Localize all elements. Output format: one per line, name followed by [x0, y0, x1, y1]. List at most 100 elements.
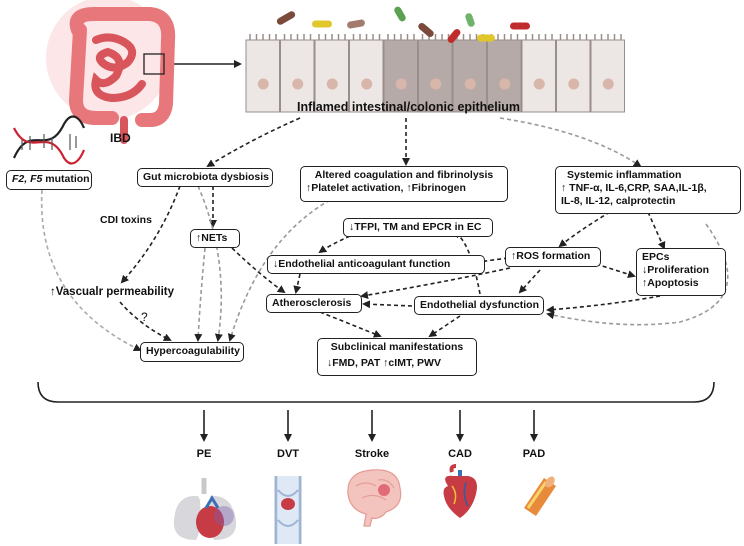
bacteria-icon	[312, 20, 332, 28]
arrow-nets-hypercoag	[194, 247, 206, 342]
epcs-apoptosis: ↑Apoptosis	[642, 277, 699, 289]
bacteria-icon	[465, 13, 475, 27]
subclinical-markers: ↓FMD, PAT ↑cIMT, PWV	[327, 357, 441, 369]
altered-coag-detail: ↑Platelet activation, ↑Fibrinogen	[306, 182, 466, 194]
systemic-inflammation-box: Systemic inflammation ↑ TNF-α, IL-6,CRP,…	[555, 166, 741, 214]
bacteria-icon	[347, 19, 365, 29]
microvilli	[525, 34, 553, 40]
cell-nucleus	[568, 78, 580, 90]
arrow-systemic-endo	[546, 223, 729, 326]
brain-icon	[347, 469, 402, 527]
outcome-stroke: Stroke	[354, 448, 390, 460]
bacteria-icon	[276, 11, 296, 25]
endothelial-dysfunction-box: Endothelial dysfunction	[414, 296, 544, 315]
altered-coagulation-box: Altered coagulation and fibrinolysis ↑Pl…	[300, 166, 508, 202]
cell-nucleus	[430, 78, 442, 90]
systemic-markers-1: ↑ TNF-α, IL-6,CRP, SAA,IL-1β,	[561, 182, 707, 194]
outcome-cad: CAD	[448, 448, 472, 460]
outcome-pe: PE	[196, 448, 212, 460]
microvilli	[594, 34, 622, 40]
cell-nucleus	[464, 78, 476, 90]
arrow-gut-hypercoag	[197, 185, 223, 342]
bacteria-icon	[477, 34, 495, 42]
ibd-label: IBD	[110, 131, 131, 145]
cell-nucleus	[326, 78, 338, 90]
bacteria-icon	[394, 6, 406, 22]
artery-plaque-icon	[524, 476, 556, 516]
arrow-genetic-hypercoag	[40, 189, 142, 352]
epithelial-cell	[245, 39, 280, 113]
microvilli	[318, 34, 346, 40]
arrow-anticoag-athero	[293, 273, 302, 294]
microvilli	[387, 34, 415, 40]
microvilli	[283, 34, 312, 40]
microvilli	[559, 34, 588, 40]
cell-nucleus	[395, 78, 407, 90]
summary-bracket	[37, 381, 715, 403]
arrow-vascperm-hypercoag	[119, 301, 172, 341]
epithelial-cell	[280, 39, 315, 113]
atherosclerosis-box: Atherosclerosis	[266, 294, 362, 313]
arrow-ros-athero	[360, 267, 511, 299]
epithelial-cell	[452, 39, 487, 113]
epcs-title: EPCs	[642, 251, 670, 263]
cell-nucleus	[499, 78, 511, 90]
mutation-suffix: mutation	[42, 173, 90, 185]
intestine-icon	[46, 0, 176, 144]
cell-nucleus	[257, 78, 269, 90]
arrow-ros-anticoag	[476, 257, 509, 266]
cell-nucleus	[361, 78, 373, 90]
microvilli	[352, 34, 381, 40]
ros-formation-box: ↑ROS formation	[505, 247, 601, 267]
vein-clot-icon	[274, 476, 302, 544]
endothelial-anticoagulant-box: ↓Endothelial anticoagulant function	[267, 255, 485, 274]
microvilli	[490, 34, 519, 40]
epithelial-cell	[383, 39, 418, 113]
epcs-box: EPCs ↓Proliferation ↑Apoptosis	[636, 248, 726, 296]
subclinical-title: Subclinical manifestations	[330, 341, 464, 353]
cell-nucleus	[292, 78, 304, 90]
epithelial-cell	[418, 39, 453, 113]
altered-coag-title: Altered coagulation and fibrinolysis	[314, 169, 494, 181]
lungs-heart-icon	[173, 478, 237, 540]
outcome-pad: PAD	[522, 448, 546, 460]
arrow-tfpi-anticoag	[318, 235, 351, 254]
epithelium-label: Inflamed intestinal/colonic epithelium	[297, 100, 520, 114]
arrow-epi-gut	[206, 117, 301, 168]
microvilli	[421, 34, 450, 40]
arrow-endo-athero	[362, 300, 413, 309]
systemic-title: Systemic inflammation	[567, 169, 682, 181]
bacteria-icon	[418, 22, 434, 38]
arrow-gut-vascperm	[120, 185, 181, 284]
tfpi-box: ↓TFPI, TM and EPCR in EC	[343, 218, 493, 237]
epcs-proliferation: ↓Proliferation	[642, 264, 710, 276]
microvilli	[249, 34, 277, 40]
arrow-epi-systemic	[499, 117, 642, 168]
arrow-nets-athero	[231, 247, 286, 294]
outcome-dvt: DVT	[277, 448, 299, 460]
hypercoagulability-box: Hypercoagulability	[140, 342, 244, 362]
bacteria-icon	[447, 29, 461, 43]
arrow-epcs-endo	[546, 295, 661, 314]
epithelial-cell	[556, 39, 591, 113]
epithelial-cell	[521, 39, 556, 113]
cdi-toxins-label: CDI toxins	[100, 214, 152, 226]
arrow-endo-subclinical	[428, 315, 461, 338]
arrow-ros-endo	[518, 269, 541, 294]
vascular-permeability-label: ↑Vascualr permeability	[50, 286, 175, 298]
dna-icon	[12, 115, 86, 165]
cell-nucleus	[602, 78, 614, 90]
epithelial-cell	[590, 39, 625, 113]
epithelium-icon	[245, 6, 625, 113]
nets-box: ↑NETs	[190, 229, 240, 248]
gut-dysbiosis-box: Gut microbiota dysbiosis	[137, 168, 273, 187]
arrow-athero-subclinical	[319, 311, 382, 338]
heart-icon	[443, 464, 477, 518]
subclinical-manifestations-box: Subclinical manifestations ↓FMD, PAT ↑cI…	[317, 338, 477, 376]
genetic-mutation-box: F2, F5 mutation	[6, 170, 92, 190]
bacteria-icon	[510, 22, 530, 30]
question-mark: ?	[141, 310, 148, 324]
